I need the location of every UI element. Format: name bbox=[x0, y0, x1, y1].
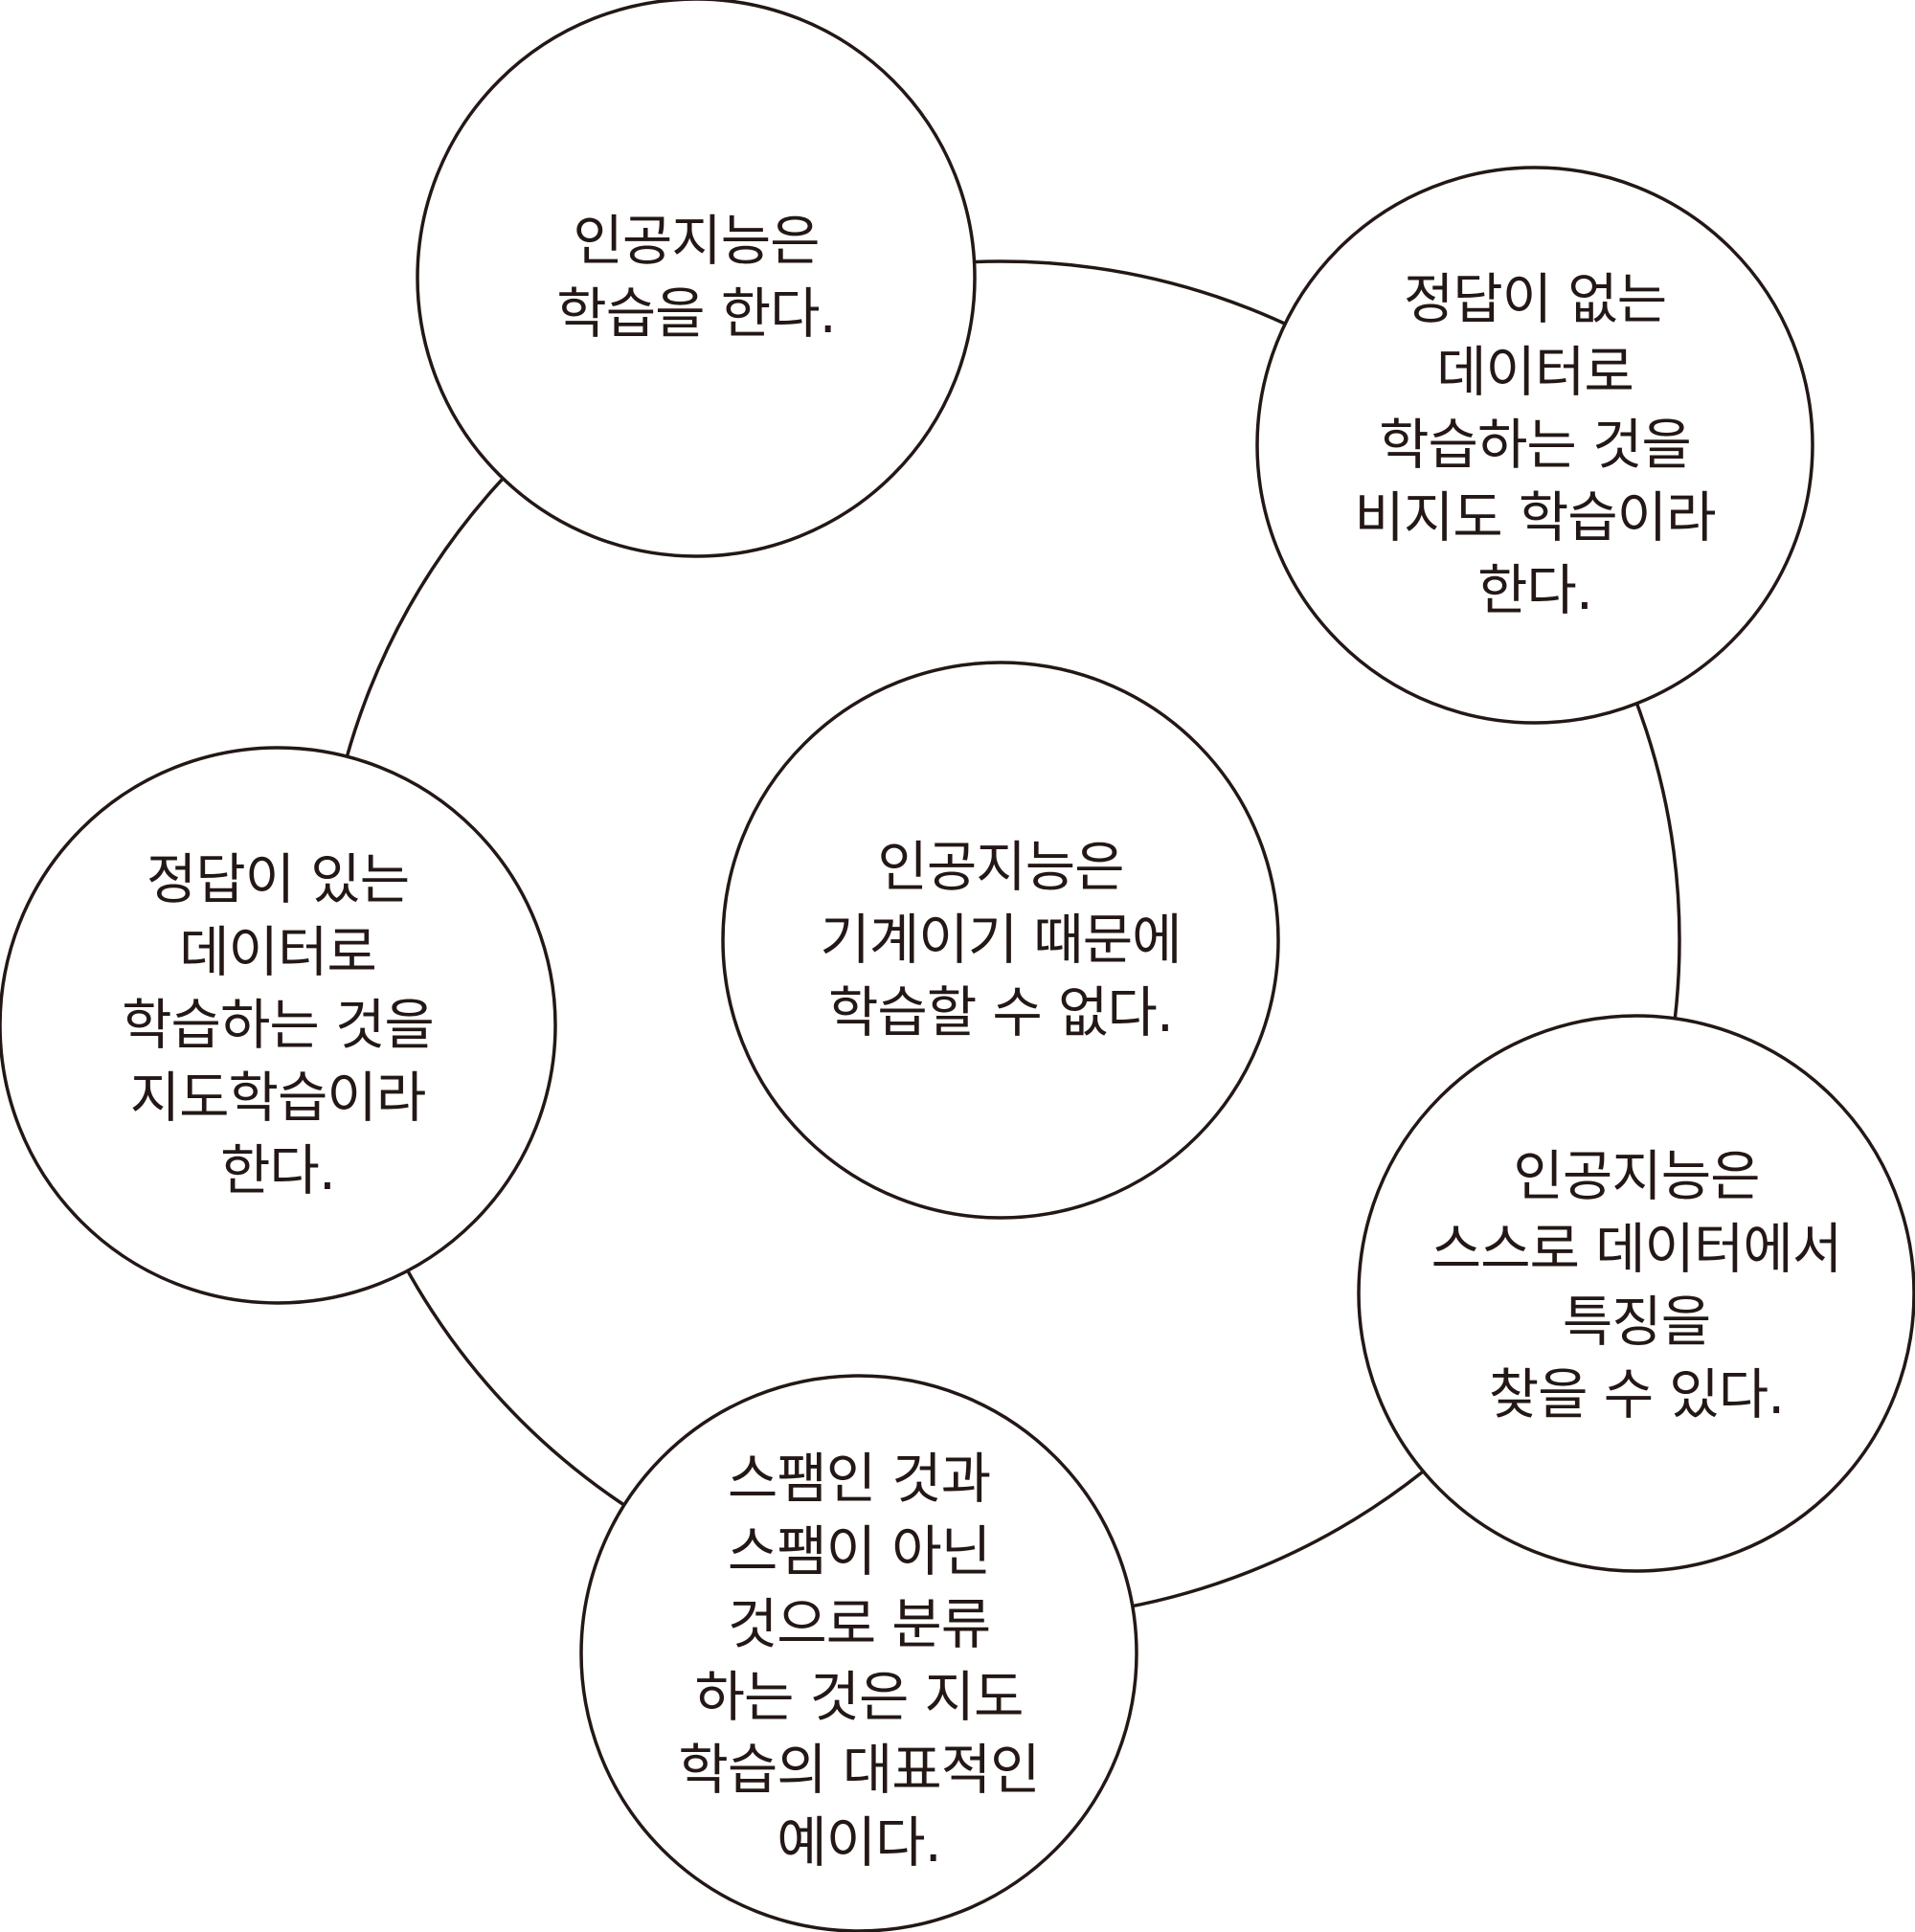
node-top: 인공지능은 학습을 한다. bbox=[447, 124, 945, 431]
node-top-label: 인공지능은 학습을 한다. bbox=[556, 210, 836, 346]
node-bottom-right: 인공지능은 스스로 데이터에서 특징을 찾을 수 있다. bbox=[1378, 1123, 1895, 1449]
node-center: 인공지능은 기계이기 때문에 학습할 수 없다. bbox=[761, 797, 1240, 1084]
node-center-label: 인공지능은 기계이기 때문에 학습할 수 없다. bbox=[820, 836, 1182, 1045]
node-top-circle bbox=[416, 0, 977, 558]
node-right: 정답이 없는 데이터로 학습하는 것을 비지도 학습이라 한다. bbox=[1295, 244, 1774, 646]
node-right-label: 정답이 없는 데이터로 학습하는 것을 비지도 학습이라 한다. bbox=[1354, 268, 1716, 622]
node-left-circle bbox=[0, 746, 557, 1305]
node-bottom-right-circle bbox=[1357, 1014, 1915, 1573]
node-bottom-label: 스팸인 것과 스팸이 아닌 것으로 분류 하는 것은 지도 학습의 대표적인 예… bbox=[678, 1448, 1040, 1875]
node-bottom-circle bbox=[579, 1374, 1138, 1932]
node-bottom-right-label: 인공지능은 스스로 데이터에서 특징을 찾을 수 있다. bbox=[1431, 1145, 1843, 1427]
node-left: 정답이 있는 데이터로 학습하는 것을 지도학습이라 한다. bbox=[38, 824, 517, 1226]
node-right-circle bbox=[1255, 166, 1814, 725]
node-center-circle bbox=[721, 661, 1280, 1220]
node-left-label: 정답이 있는 데이터로 학습하는 것을 지도학습이라 한다. bbox=[122, 848, 435, 1202]
node-bottom: 스팸인 것과 스팸이 아닌 것으로 분류 하는 것은 지도 학습의 대표적인 예… bbox=[620, 1427, 1098, 1896]
